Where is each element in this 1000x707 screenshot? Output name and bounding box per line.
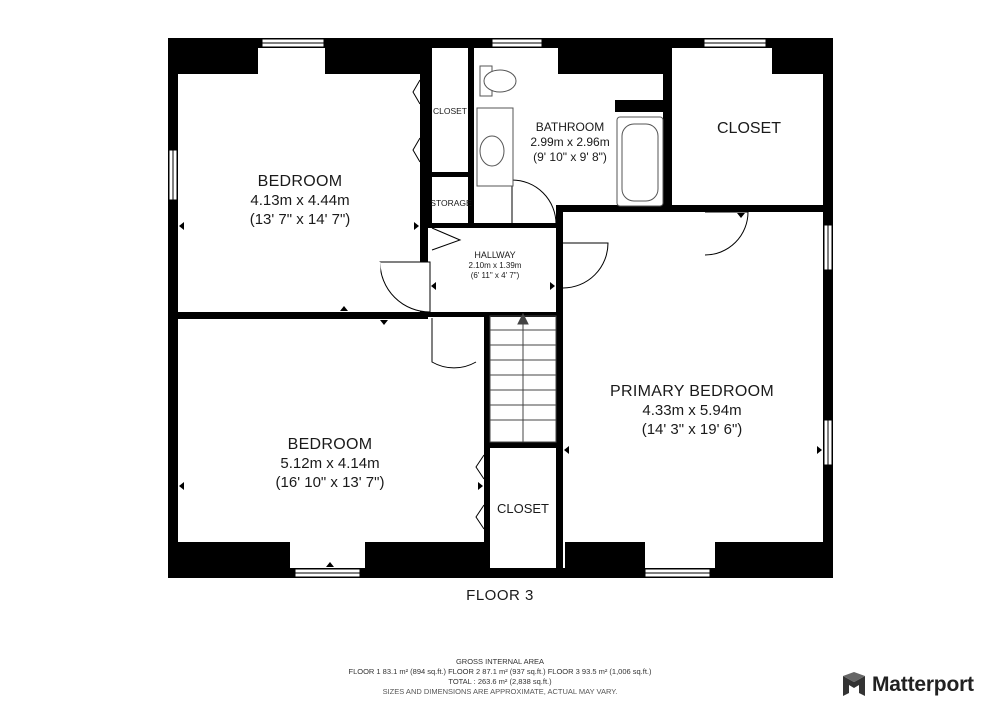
area-disclaimer: SIZES AND DIMENSIONS ARE APPROXIMATE, AC… <box>382 687 618 696</box>
bathroom-fixtures <box>476 65 664 207</box>
room-dim-metric: 4.33m x 5.94m <box>642 402 742 419</box>
room-dim-metric: 2.99m x 2.96m <box>530 135 610 149</box>
brand-name: Matterport <box>872 673 974 696</box>
area-floors: FLOOR 1 83.1 m² (894 sq.ft.) FLOOR 2 87.… <box>348 667 652 676</box>
brand: Matterport <box>842 670 974 700</box>
bathroom-label: BATHROOM 2.99m x 2.96m (9' 10" x 9' 8") <box>520 120 620 165</box>
room-dim-metric: 5.12m x 4.14m <box>280 455 380 472</box>
staircase <box>489 312 557 443</box>
bedroom-nw-label: BEDROOM 4.13m x 4.44m (13' 7" x 14' 7") <box>220 172 380 230</box>
area-heading: GROSS INTERNAL AREA <box>455 657 545 666</box>
floor-title: FLOOR 3 <box>466 587 534 604</box>
doors <box>379 79 749 530</box>
room-dim-metric: 2.10m x 1.39m <box>468 261 522 271</box>
bathtub-basin <box>621 123 659 202</box>
room-name: BATHROOM <box>535 120 605 134</box>
room-dim-imperial: (9' 10" x 9' 8") <box>533 150 607 164</box>
hallway-label: HALLWAY 2.10m x 1.39m (6' 11" x 4' 7") <box>450 250 540 281</box>
dimension-markers <box>179 213 822 567</box>
windows <box>168 38 833 578</box>
room-dim-imperial: (14' 3" x 19' 6") <box>641 420 743 438</box>
room-name: BEDROOM <box>287 436 373 453</box>
closet-ne-label: CLOSET <box>716 120 781 137</box>
toilet-bowl <box>483 69 517 93</box>
closet-small-label: CLOSET <box>432 106 467 116</box>
room-name: PRIMARY BEDROOM <box>610 383 774 400</box>
room-dim-imperial: (13' 7" x 14' 7") <box>249 210 351 228</box>
room-dim-metric: 4.13m x 4.44m <box>250 192 350 209</box>
area-summary: GROSS INTERNAL AREA FLOOR 1 83.1 m² (894… <box>250 657 750 697</box>
area-total: TOTAL : 263.6 m² (2,838 sq.ft.) <box>448 677 552 686</box>
room-name: HALLWAY <box>474 250 516 260</box>
storage-label: STORAGE <box>430 198 472 208</box>
sink-icon <box>479 135 505 167</box>
matterport-logo-icon <box>843 672 865 696</box>
bedroom-sw-label: BEDROOM 5.12m x 4.14m (16' 10" x 13' 7") <box>250 435 410 493</box>
room-name: BEDROOM <box>257 173 343 190</box>
interior-walls <box>178 48 823 568</box>
closet-center-label: CLOSET <box>496 501 549 516</box>
room-dim-imperial: (6' 11" x 4' 7") <box>470 271 520 281</box>
room-dim-imperial: (16' 10" x 13' 7") <box>275 473 385 491</box>
primary-bedroom-label: PRIMARY BEDROOM 4.33m x 5.94m (14' 3" x … <box>592 382 792 440</box>
outer-walls <box>168 38 833 578</box>
